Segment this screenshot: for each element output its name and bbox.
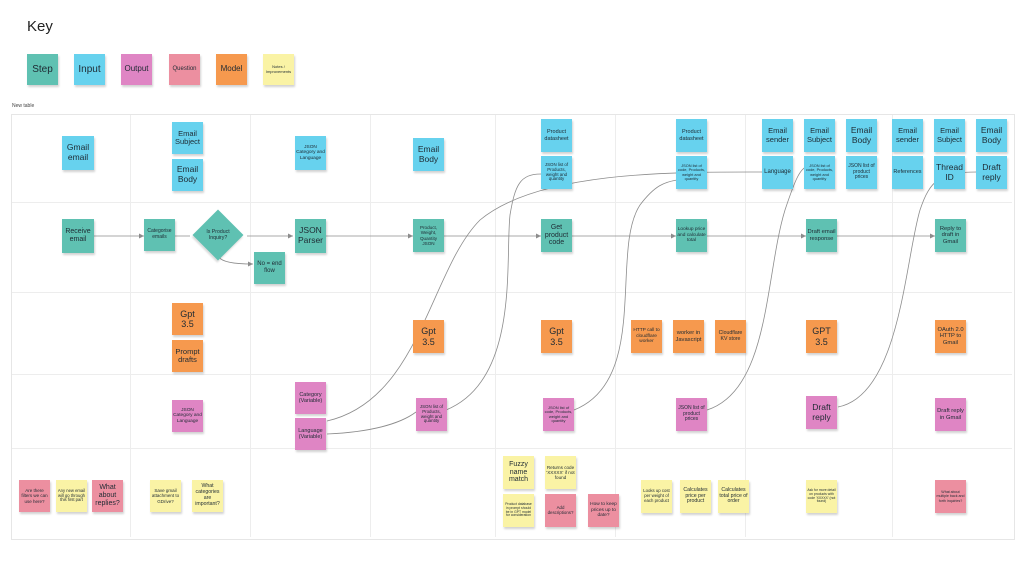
email-body-input-3[interactable]: Email Body: [846, 119, 877, 152]
email-sender-input[interactable]: Email sender: [762, 119, 793, 152]
product-datasheet-input-2[interactable]: Product datasheet: [676, 119, 707, 152]
arrow-head: [408, 233, 413, 239]
codes-json-output[interactable]: JSON list of code, Products, weight and …: [543, 398, 574, 431]
key-notes-note[interactable]: Notes / Improvements: [263, 54, 294, 85]
product-db-note[interactable]: Product database in prompt should be in …: [503, 494, 534, 527]
no-branch-line: [218, 256, 254, 265]
arrow-head: [139, 233, 144, 239]
multiple-inquiries-question[interactable]: What about multiple back and forth inqui…: [935, 480, 966, 513]
grid-row-line: [12, 374, 1012, 375]
key-step-note[interactable]: Step: [27, 54, 58, 85]
arrow-head: [671, 233, 676, 239]
product-inquiry-label: Is Product Inquiry?: [206, 229, 230, 241]
reply-draft-gmail-step[interactable]: Reply to draft in Gmail: [935, 219, 966, 252]
grid-col-line: [250, 115, 251, 537]
carry-over-line-1: [445, 173, 542, 411]
grid-row-line: [12, 448, 1012, 449]
important-categories-note[interactable]: What categories are important?: [192, 480, 223, 512]
draft-reply-input[interactable]: Draft reply: [976, 156, 1007, 189]
products-json-input[interactable]: JSON list of Products, weight and quanti…: [541, 156, 572, 189]
language-input[interactable]: Language: [762, 156, 793, 189]
thread-id-input[interactable]: Thread ID: [934, 156, 965, 189]
arrow-head: [536, 233, 541, 239]
product-prices-input[interactable]: JSON list of product prices: [846, 156, 877, 189]
gpt-3-5-model-3[interactable]: Gpt 3.5: [541, 320, 572, 353]
draft-reply-gmail-output[interactable]: Draft reply in Gmail: [935, 398, 966, 431]
email-subject-input-2[interactable]: Email Subject: [804, 119, 835, 152]
email-body-input[interactable]: Email Body: [172, 159, 203, 191]
email-sender-input-2[interactable]: Email sender: [892, 119, 923, 152]
table-label: New table: [12, 103, 35, 109]
not-found-products-note[interactable]: Ask for more detail on products with cod…: [806, 480, 837, 513]
grid-col-line: [130, 115, 131, 537]
keep-prices-question[interactable]: How to keep prices up to date?: [588, 494, 619, 527]
gmail-email-input[interactable]: Gmail email: [62, 136, 94, 170]
calc-total-price-note[interactable]: Calculates total price of order: [718, 480, 749, 513]
references-input[interactable]: References: [892, 156, 923, 189]
carry-over-line-3: [706, 165, 809, 411]
carry-over-line-2: [573, 179, 678, 411]
codes-json-input[interactable]: JSON list of code, Products, weight and …: [676, 156, 707, 189]
draft-email-response-step[interactable]: Draft email response: [806, 219, 837, 252]
email-body-input-2[interactable]: Email Body: [413, 138, 444, 171]
lookup-price-step[interactable]: Lookup price and calculate total: [676, 219, 707, 252]
returns-code-note[interactable]: Returns code 'XXXXX' if not found: [545, 456, 576, 489]
key-question-note[interactable]: Question: [169, 54, 200, 85]
key-input-note[interactable]: Input: [74, 54, 105, 85]
oauth-http-gmail-model[interactable]: OAuth 2.0 HTTP to Gmail: [935, 320, 966, 353]
cloudflare-kv-model[interactable]: Cloudflare KV store: [715, 320, 746, 353]
fuzzy-match-note[interactable]: Fuzzy name match: [503, 456, 534, 489]
arrow-head: [248, 261, 253, 267]
worker-javascript-model[interactable]: worker in Javascript: [673, 320, 704, 353]
add-descriptions-question[interactable]: Add descriptions?: [545, 494, 576, 527]
product-prices-output[interactable]: JSON list of product prices: [676, 398, 707, 431]
end-flow-step[interactable]: No = end flow: [254, 252, 285, 284]
gdrive-attachment-note[interactable]: Save gmail attachment to GDrive?: [150, 480, 181, 512]
codes-json-input-2[interactable]: JSON list of code, Products, weight and …: [804, 156, 835, 189]
grid-row-line: [12, 292, 1012, 293]
json-parser-step[interactable]: JSON Parser: [295, 219, 326, 253]
key-model-note[interactable]: Model: [216, 54, 247, 85]
http-call-cloudflare-model[interactable]: HTTP call to cloudflare worker: [631, 320, 662, 353]
email-body-input-4[interactable]: Email Body: [976, 119, 1007, 152]
category-variable-output[interactable]: Category (Variable): [295, 382, 326, 414]
products-json-output[interactable]: JSON list of Products, weight and quanti…: [416, 398, 447, 431]
key-output-note[interactable]: Output: [121, 54, 152, 85]
email-subject-input[interactable]: Email Subject: [172, 122, 203, 154]
new-email-note[interactable]: Any new email will go through this first…: [56, 480, 87, 512]
product-datasheet-input[interactable]: Product datasheet: [541, 119, 572, 152]
get-product-code-step[interactable]: Get product code: [541, 219, 572, 252]
gpt-3-5-model[interactable]: Gpt 3.5: [172, 303, 203, 335]
filters-question[interactable]: Are there filters we can use here?: [19, 480, 50, 512]
lookup-cost-note[interactable]: Looks up cost per weight of each product: [641, 480, 672, 513]
grid-col-line: [615, 115, 616, 537]
arrow-head: [930, 233, 935, 239]
calc-price-product-note[interactable]: Calculates price per product: [680, 480, 711, 513]
categorise-emails-step[interactable]: Categorise emails: [144, 219, 175, 251]
replies-question[interactable]: What about replies?: [92, 480, 123, 512]
language-feed-line: [326, 171, 765, 422]
carry-over-line-4: [837, 171, 978, 408]
json-category-language-input[interactable]: JSON Category and Language: [295, 136, 326, 170]
receive-email-step[interactable]: Receive email: [62, 219, 94, 253]
variable-to-json-list-line: [326, 411, 417, 435]
arrow-head: [288, 233, 293, 239]
category-language-output[interactable]: JSON Category and Language: [172, 400, 203, 432]
grid-col-line: [892, 115, 893, 537]
gpt-3-5-model-4[interactable]: GPT 3.5: [806, 320, 837, 353]
gpt-3-5-model-2[interactable]: Gpt 3.5: [413, 320, 444, 353]
grid-col-line: [370, 115, 371, 537]
email-subject-input-3[interactable]: Email Subject: [934, 119, 965, 152]
prompt-drafts-model[interactable]: Prompt drafts: [172, 340, 203, 372]
key-title: Key: [27, 18, 53, 35]
language-variable-output[interactable]: Language (Variable): [295, 418, 326, 450]
grid-col-line: [495, 115, 496, 537]
draft-reply-output[interactable]: Draft reply: [806, 396, 837, 429]
arrow-head: [801, 233, 806, 239]
product-weight-quantity-step[interactable]: Product, Weight, Quantity JSON: [413, 219, 444, 252]
grid-row-line: [12, 202, 1012, 203]
